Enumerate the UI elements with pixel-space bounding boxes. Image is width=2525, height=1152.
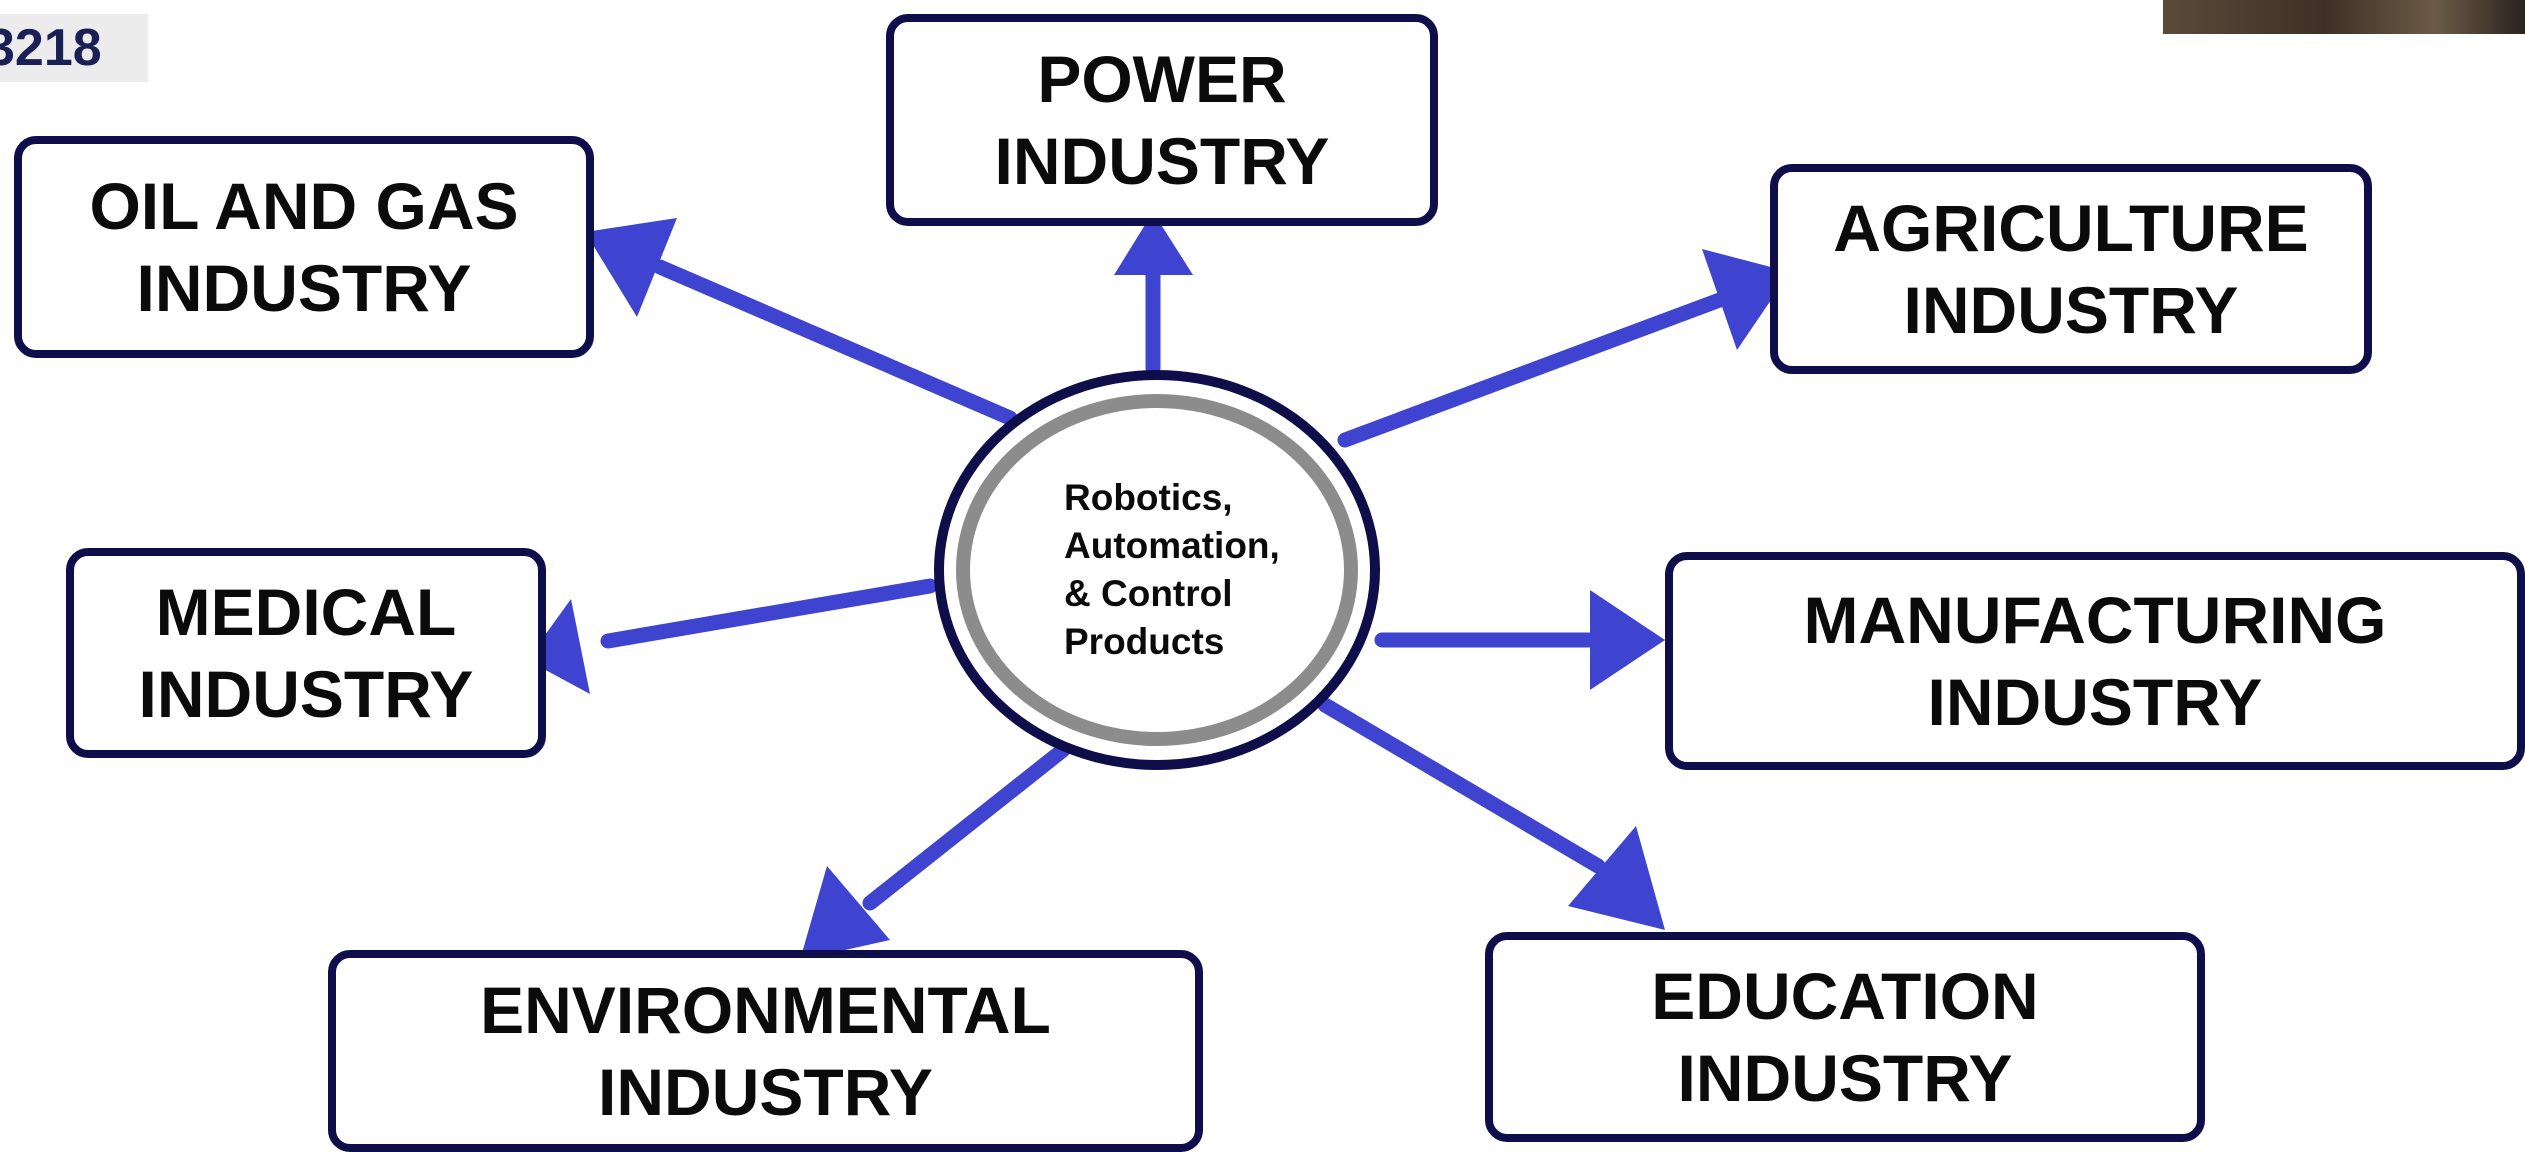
node-agriculture-industry: AGRICULTURE INDUSTRY bbox=[1770, 164, 2372, 374]
node-environmental-industry: ENVIRONMENTAL INDUSTRY bbox=[328, 950, 1203, 1152]
node-environmental-line1: ENVIRONMENTAL bbox=[480, 973, 1051, 1047]
node-manufacturing-line1: MANUFACTURING bbox=[1803, 583, 2387, 657]
hub-line-2: Automation, bbox=[1064, 525, 1280, 566]
node-power-line1: POWER bbox=[1037, 42, 1287, 116]
node-medical-line1: MEDICAL bbox=[155, 575, 457, 649]
arrow-agriculture-shaft bbox=[1337, 290, 1733, 448]
node-medical-line2: INDUSTRY bbox=[138, 657, 474, 731]
corner-label: 3218 bbox=[0, 14, 148, 82]
node-manufacturing-line2: INDUSTRY bbox=[1927, 665, 2263, 739]
arrow-agriculture-head bbox=[1702, 249, 1790, 350]
node-education-industry: EDUCATION INDUSTRY bbox=[1485, 932, 2205, 1142]
node-manufacturing-industry: MANUFACTURING INDUSTRY bbox=[1665, 552, 2525, 770]
arrow-manufacturing-head bbox=[1590, 590, 1665, 690]
node-oil-gas-line1: OIL AND GAS bbox=[89, 169, 519, 243]
node-agriculture-line1: AGRICULTURE bbox=[1833, 191, 2309, 265]
node-oil-gas-line2: INDUSTRY bbox=[136, 251, 472, 325]
arrow-education-shaft bbox=[1317, 697, 1606, 874]
node-agriculture-line2: INDUSTRY bbox=[1903, 273, 2239, 347]
arrow-medical-head bbox=[527, 599, 590, 694]
arrow-medical-shaft bbox=[600, 578, 938, 649]
arrow-environmental-shaft bbox=[862, 742, 1071, 911]
hub-line-4: Products bbox=[1064, 621, 1225, 662]
hub-line-3: & Control bbox=[1064, 573, 1233, 614]
arrow-power-head bbox=[1114, 212, 1193, 275]
arrow-oil-gas-shaft bbox=[652, 259, 1018, 426]
node-power-industry: POWER INDUSTRY bbox=[886, 14, 1438, 226]
hub-line-1: Robotics, bbox=[1064, 477, 1233, 518]
node-oil-gas-industry: OIL AND GAS INDUSTRY bbox=[14, 136, 594, 358]
node-environmental-line2: INDUSTRY bbox=[598, 1055, 933, 1129]
node-education-line2: INDUSTRY bbox=[1677, 1041, 2013, 1115]
node-education-line1: EDUCATION bbox=[1651, 959, 2039, 1033]
hub-center-node: Robotics, Automation, & Control Products bbox=[956, 394, 1358, 746]
arrow-environmental-head bbox=[800, 866, 890, 960]
node-medical-industry: MEDICAL INDUSTRY bbox=[66, 548, 546, 758]
arrow-oil-gas-head bbox=[585, 218, 677, 317]
arrow-education-head bbox=[1568, 826, 1665, 930]
corner-photo bbox=[2163, 0, 2525, 34]
node-power-line2: INDUSTRY bbox=[994, 124, 1330, 198]
